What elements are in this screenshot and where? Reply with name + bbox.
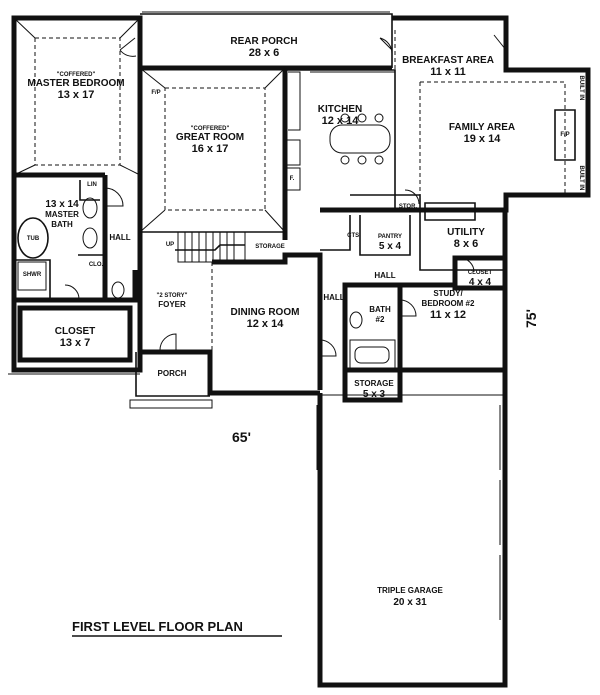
breakfast-size: 11 x 11 xyxy=(430,66,466,78)
rear-porch-size: 28 x 6 xyxy=(249,47,280,59)
utility-size: 8 x 6 xyxy=(454,238,478,250)
master-bedroom-label: MASTER BEDROOM xyxy=(27,78,124,89)
study-label-2: BEDROOM #2 xyxy=(422,299,475,308)
storage-small-label: STORAGE xyxy=(354,379,394,388)
door-swings xyxy=(64,34,507,357)
storage-small-size: 5 x 3 xyxy=(363,389,386,400)
closet-small-size: 4 x 4 xyxy=(469,277,492,288)
room-labels: REAR PORCH 28 x 6 BREAKFAST AREA 11 x 11… xyxy=(27,36,515,608)
master-coffered-note: "COFFERED" xyxy=(57,72,96,78)
great-room-label: GREAT ROOM xyxy=(176,132,244,143)
master-bedroom-size: 13 x 17 xyxy=(58,89,95,101)
cts-label: CTS. xyxy=(347,233,361,239)
coffered-ceilings xyxy=(13,17,286,233)
plan-title: FIRST LEVEL FLOOR PLAN xyxy=(72,619,243,634)
minor-labels: HALL HALL HALL STORAGE UP F/P F/P LIN TU… xyxy=(23,76,584,302)
utility-label: UTILITY xyxy=(447,227,485,238)
bath-fixtures xyxy=(17,197,363,329)
foyer-label: FOYER xyxy=(158,300,186,309)
dining-room-size: 12 x 14 xyxy=(247,318,285,330)
hall-master-label: HALL xyxy=(109,233,130,242)
master-bath-label-2: BATH xyxy=(51,220,73,229)
built-in-top-label: BUILT IN xyxy=(578,76,584,101)
bath2-label: BATH xyxy=(369,305,391,314)
hall-kitchen-label: HALL xyxy=(374,271,395,280)
closet-master-size: 13 x 7 xyxy=(60,337,91,349)
breakfast-label: BREAKFAST AREA xyxy=(402,55,494,66)
closet-master-label: CLOSET xyxy=(55,326,96,337)
exterior-walls xyxy=(8,11,591,688)
interior-walls xyxy=(14,30,589,620)
stor-label: STOR. xyxy=(399,204,418,210)
storage-stair-label: STORAGE xyxy=(255,244,285,250)
great-room-coffered-note: "COFFERED" xyxy=(191,126,230,132)
width-dimension: 65' xyxy=(232,429,251,445)
fp-master-label: F/P xyxy=(151,90,160,96)
hall-center-label: HALL xyxy=(323,293,344,302)
rear-porch-label: REAR PORCH xyxy=(230,36,297,47)
garage-label: TRIPLE GARAGE xyxy=(377,586,443,595)
shower-label: SHWR xyxy=(23,272,42,278)
master-bath-size: 13 x 14 xyxy=(45,199,79,210)
clo-label: CLO. xyxy=(89,262,104,268)
master-bath-label-1: MASTER xyxy=(45,210,79,219)
fridge-label: F. xyxy=(290,176,295,182)
pantry-label: PANTRY xyxy=(378,234,402,240)
fp-family-label: F/P xyxy=(560,132,569,138)
family-area-size: 19 x 14 xyxy=(464,133,502,145)
dining-room-label: DINING ROOM xyxy=(231,307,300,318)
study-size: 11 x 12 xyxy=(430,309,466,321)
depth-dimension: 75' xyxy=(523,309,539,328)
up-label: UP xyxy=(166,242,174,248)
great-room-size: 16 x 17 xyxy=(192,143,229,155)
pantry-size: 5 x 4 xyxy=(379,241,402,252)
garage-size: 20 x 31 xyxy=(393,597,427,608)
built-in-bottom-label: BUILT IN xyxy=(578,166,584,191)
kitchen-label: KITCHEN xyxy=(318,104,362,115)
closet-small-label: CLOSET xyxy=(468,270,493,276)
tub-label: TUB xyxy=(27,236,40,242)
linen-label: LIN xyxy=(87,182,97,188)
bath2-size: #2 xyxy=(376,315,385,324)
kitchen-size: 12 x 14 xyxy=(322,115,360,127)
family-area-label: FAMILY AREA xyxy=(449,122,515,133)
porch-label: PORCH xyxy=(158,369,187,378)
foyer-note: "2 STORY" xyxy=(156,293,187,299)
study-label-1: STUDY/ xyxy=(433,289,463,298)
